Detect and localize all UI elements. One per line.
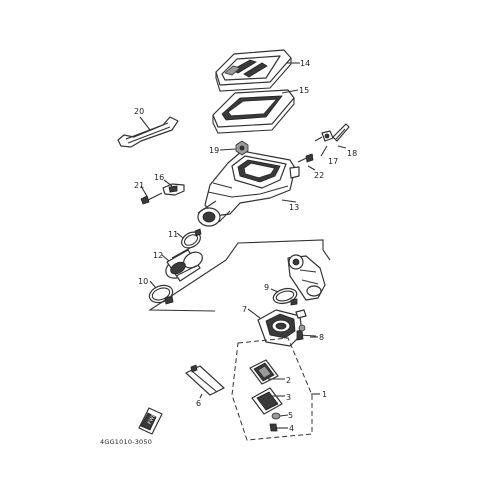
part-13-air-cleaner-case xyxy=(197,150,300,227)
label-9: 9 xyxy=(264,283,269,292)
part-2-reed-valve xyxy=(249,359,279,385)
part-22-bolt xyxy=(297,153,314,163)
fwd-marker: FWD xyxy=(138,407,163,435)
part-5-washer xyxy=(271,412,289,420)
label-11: 11 xyxy=(168,230,178,239)
leader-lines xyxy=(139,62,347,399)
part-16-bracket xyxy=(162,183,185,196)
label-14: 14 xyxy=(300,59,310,68)
label-10: 10 xyxy=(138,277,148,286)
label-18: 18 xyxy=(347,149,357,158)
label-12: 12 xyxy=(153,251,163,260)
label-1: 1 xyxy=(322,390,327,399)
label-17: 17 xyxy=(328,157,338,166)
cover-component xyxy=(287,254,326,301)
part-15-filter-element xyxy=(212,89,295,134)
part-labels: 14 15 20 19 16 21 13 18 17 22 11 12 10 9… xyxy=(134,59,357,433)
fwd-label: FWD xyxy=(147,412,158,426)
part-7-carburetor-joint xyxy=(257,309,307,347)
part-19-grommet xyxy=(235,140,249,156)
label-2: 2 xyxy=(286,376,291,385)
label-16: 16 xyxy=(154,173,164,182)
part-20-strap xyxy=(117,116,179,148)
label-21: 21 xyxy=(134,181,144,190)
part-4-screw xyxy=(269,423,288,432)
group-boundary-lines xyxy=(148,239,331,312)
label-3: 3 xyxy=(286,393,291,402)
part-12-joint xyxy=(165,247,203,282)
label-4: 4 xyxy=(289,424,294,433)
label-20: 20 xyxy=(134,107,144,116)
label-8: 8 xyxy=(319,333,324,342)
part-8-bolt xyxy=(296,324,317,341)
label-5: 5 xyxy=(288,411,293,420)
part-18-breather xyxy=(332,123,350,142)
label-19: 19 xyxy=(209,146,219,155)
drawing-code: 4GG1010-3050 xyxy=(100,438,152,446)
label-13: 13 xyxy=(289,203,299,212)
label-22: 22 xyxy=(314,171,324,180)
part-14-filter-cover xyxy=(215,49,292,92)
part-11-clamp xyxy=(181,228,202,249)
part-6-gasket xyxy=(185,364,225,396)
part-21-screw xyxy=(140,192,163,205)
label-6: 6 xyxy=(196,399,201,408)
part-3-reed-stopper xyxy=(251,387,283,415)
part-9-clamp xyxy=(272,287,298,306)
part-17-clip xyxy=(314,130,334,142)
group-1-dashed-box xyxy=(231,337,313,441)
label-15: 15 xyxy=(299,86,309,95)
label-7: 7 xyxy=(242,305,247,314)
